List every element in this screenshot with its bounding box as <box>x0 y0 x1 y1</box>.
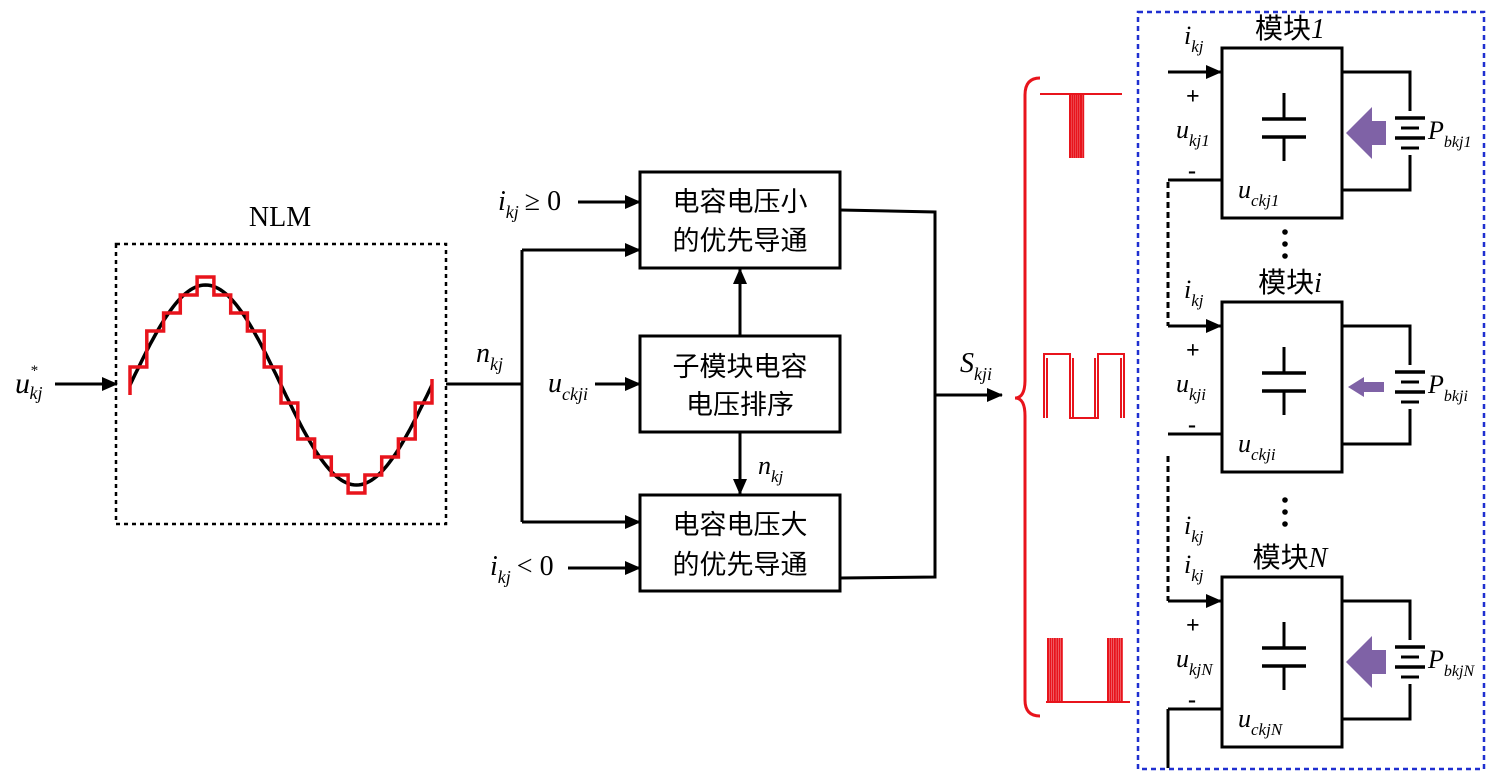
battery-power-label: Pbkj1 <box>1427 116 1471 151</box>
power-flow-arrow-icon <box>1348 377 1384 397</box>
capacitor-voltage-label: uckji <box>1238 429 1276 464</box>
block-sort-line1: 子模块电容 <box>673 352 808 383</box>
current-positive-condition: ikj≥ 0 <box>498 186 561 222</box>
module-title: 模块i <box>1258 266 1322 299</box>
module-voltage-label: ukji <box>1176 369 1206 404</box>
block-high-line2: 的优先导通 <box>673 550 808 581</box>
pulse-icon-middle-edges <box>1046 358 1122 418</box>
battery-loop <box>1342 324 1412 365</box>
power-flow-arrow-icon <box>1346 107 1386 159</box>
pulse-icon-middle <box>1043 353 1125 419</box>
battery-loop-return <box>1342 409 1412 446</box>
pwm-pulse-icons <box>1040 93 1130 703</box>
block-low-line2: 的优先导通 <box>673 226 808 257</box>
switching-signal-label: Skji <box>960 348 992 384</box>
capacitor-voltage-input-label: uckji <box>548 368 588 404</box>
pulse-icon-bottom <box>1046 638 1130 703</box>
submodule-3: 模块N PbkjN ikj + ukjN - uckjN <box>1168 541 1475 749</box>
capacitor-voltage-label: uckjN <box>1238 704 1284 739</box>
module-box <box>1220 46 1344 220</box>
inter-module-current-label: ikj <box>1184 511 1204 546</box>
module-voltage-label: ukj1 <box>1176 115 1210 150</box>
battery-loop <box>1342 70 1412 111</box>
battery-loop <box>1342 599 1412 640</box>
module-voltage-label: ukjN <box>1176 644 1214 679</box>
negative-terminal: - <box>1188 412 1196 438</box>
module-current-label: ikj <box>1184 21 1204 56</box>
power-flow-arrow-icon <box>1346 636 1386 688</box>
module-box <box>1220 300 1344 474</box>
module-box <box>1220 575 1344 749</box>
reference-voltage-label: u*kj <box>15 363 43 403</box>
negative-terminal: - <box>1188 158 1196 184</box>
positive-terminal: + <box>1186 613 1200 639</box>
block-high-line1: 电容电压大 <box>673 510 808 541</box>
module-current-label: ikj <box>1184 275 1204 310</box>
module-current-label: ikj <box>1184 550 1204 585</box>
block-high-voltage-first <box>638 493 842 593</box>
positive-terminal: + <box>1186 338 1200 364</box>
level-count-label: nkj <box>476 338 503 374</box>
module-title: 模块1 <box>1255 12 1325 45</box>
battery-power-label: PbkjN <box>1427 645 1475 680</box>
bottom-block-output-line <box>839 395 937 580</box>
battery-loop-return <box>1342 155 1412 192</box>
positive-terminal: + <box>1186 84 1200 110</box>
module-frame <box>1136 10 1486 771</box>
nlm-label: NLM <box>249 202 311 233</box>
current-negative-condition: ikj< 0 <box>490 551 554 587</box>
signal-brace <box>1014 76 1041 718</box>
block-sort-line2: 电压排序 <box>686 390 794 421</box>
negative-terminal: - <box>1188 687 1196 713</box>
ellipsis-dots-upper <box>1282 229 1288 259</box>
ellipsis-dots-lower <box>1282 497 1288 527</box>
nlm-box <box>114 242 448 526</box>
top-block-output-line <box>839 208 937 395</box>
pulse-icon-top <box>1040 93 1122 158</box>
capacitor-voltage-label: uckj1 <box>1238 175 1279 210</box>
module-title: 模块N <box>1253 541 1329 574</box>
block-low-line1: 电容电压小 <box>673 187 808 218</box>
staircase-output-wave <box>128 275 434 495</box>
battery-power-label: Pbkji <box>1427 370 1468 405</box>
battery-loop-return <box>1342 684 1412 721</box>
level-count-label-lower: nkj <box>758 451 784 486</box>
